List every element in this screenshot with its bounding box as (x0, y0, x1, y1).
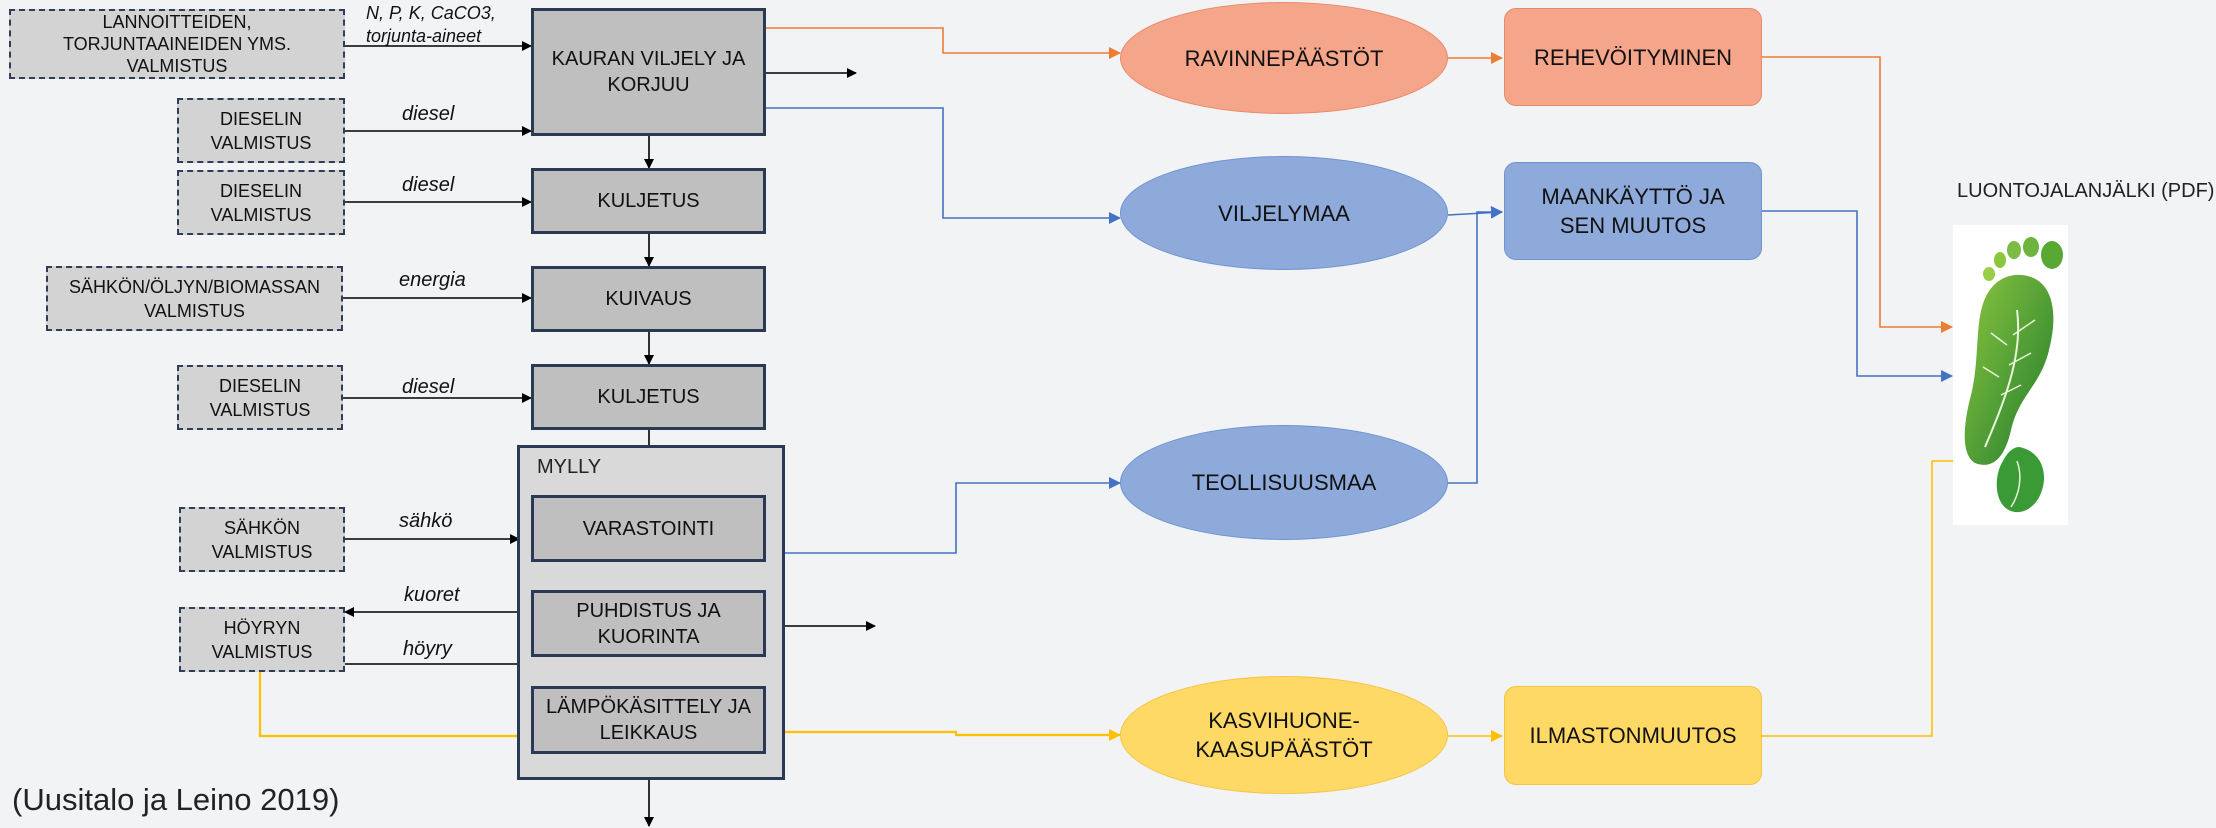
effect-rehevoityminen: REHEVÖITYMINEN (1504, 8, 1762, 106)
mylly-label: MYLLY (537, 456, 602, 478)
line-hoyry-yellow (258, 666, 517, 738)
flow-label-hoyry: höyry (403, 638, 452, 660)
process-puhdistus-ja-kuorinta: PUHDISTUS JA KUORINTA (531, 590, 766, 657)
arrow-to-teollisuusmaa (785, 477, 1121, 554)
arrow-to-footprint-blue (1762, 210, 1953, 382)
process-kuljetus-2: KULJETUS (531, 364, 766, 430)
process-lampokasittely-ja-leikkaus: LÄMPÖKÄSITTELY JA LEIKKAUS (531, 686, 766, 754)
flow-label-sahko: sähkö (399, 510, 453, 532)
arrow-to-kasvihuone (785, 729, 1121, 741)
flow-label-diesel-2: diesel (402, 174, 455, 196)
flow-label-diesel-3: diesel (402, 376, 455, 398)
impact-teollisuusmaa: TEOLLISUUSMAA (1120, 425, 1448, 540)
flow-label-npk: N, P, K, CaCO3, torjunta-aineet (366, 3, 496, 46)
input-sahkon-valmistus: SÄHKÖN VALMISTUS (179, 507, 345, 572)
flow-label-energia: energia (399, 269, 466, 291)
input-dieselin-valmistus-3: DIESELIN VALMISTUS (177, 365, 343, 430)
process-kauran-viljely-ja-korjuu: KAURAN VILJELY JA KORJUU (531, 8, 766, 136)
citation-text: (Uusitalo ja Leino 2019) (12, 782, 340, 817)
process-kuljetus-1: KULJETUS (531, 168, 766, 234)
input-dieselin-valmistus-2: DIESELIN VALMISTUS (177, 170, 345, 235)
impact-kasvihuonekaasupaastot: KASVIHUONE- KAASUPÄÄSTÖT (1120, 676, 1448, 794)
arrow-teollisuusmaa-maankaytto (1448, 206, 1503, 484)
input-lannoitteet-valmistus: LANNOITTEIDEN, TORJUNTAAINEIDEN YMS. VAL… (9, 9, 345, 79)
footprint-label: LUONTOJALANJÄLKI (PDF) (1957, 180, 2215, 202)
input-sahkon-oljyn-biomassan-valmistus: SÄHKÖN/ÖLJYN/BIOMASSAN VALMISTUS (46, 266, 343, 331)
input-dieselin-valmistus-1: DIESELIN VALMISTUS (177, 98, 345, 163)
impact-viljelymaa: VILJELYMAA (1120, 156, 1448, 270)
flow-label-diesel-1: diesel (402, 103, 455, 125)
impact-ravinnepaastot: RAVINNEPÄÄSTÖT (1120, 2, 1448, 114)
arrow-to-footprint-orange (1762, 56, 1953, 333)
arrow-to-ravinne (766, 27, 1121, 59)
arrow-to-footprint-yellow (1762, 455, 1974, 737)
process-kuivaus: KUIVAUS (531, 266, 766, 332)
effect-maankaytto-ja-sen-muutos: MAANKÄYTTÖ JA SEN MUUTOS (1504, 162, 1762, 260)
arrow-to-viljelymaa (766, 107, 1121, 224)
footprint-leaf-icon (1953, 225, 2068, 525)
effect-ilmastonmuutos: ILMASTONMUUTOS (1504, 686, 1762, 785)
process-varastointi: VARASTOINTI (531, 495, 766, 562)
input-hoyryn-valmistus: HÖYRYN VALMISTUS (179, 607, 345, 672)
flow-label-kuoret: kuoret (404, 584, 460, 606)
